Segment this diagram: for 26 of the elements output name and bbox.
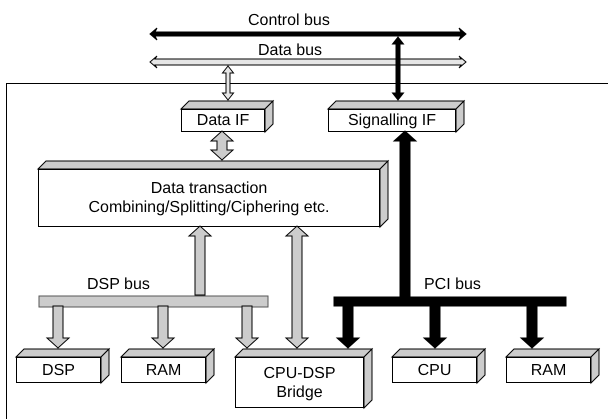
box-label: DSP [42,360,75,380]
box-label: CPU-DSP Bridge [262,364,336,402]
block-arrow [210,130,234,160]
box-label: Data IF [196,111,250,130]
block-arrow [422,304,448,348]
system-boundary [6,83,608,419]
block-arrow [336,304,360,348]
arrow [391,36,405,101]
block-arrow [150,306,176,348]
block-arrow [188,226,212,296]
bus-label: DSP bus [87,275,150,294]
box-heading: Data transaction [150,179,268,198]
block-arrow [234,306,260,348]
bus-label: Control bus [248,11,330,30]
block-arrow [46,306,70,348]
box-label: RAM [530,360,566,380]
box-label: RAM [146,360,182,380]
box-label: CPU [418,360,452,380]
bus-label: Data bus [258,41,322,60]
bus-label: PCI bus [424,275,481,294]
arrow [221,66,235,101]
block-arrow [392,130,418,296]
box-label: Signalling IF [348,111,436,130]
block-arrow [284,226,310,349]
box-label: Combining/Splitting/Ciphering etc. [88,198,330,217]
block-arrow [520,304,544,348]
